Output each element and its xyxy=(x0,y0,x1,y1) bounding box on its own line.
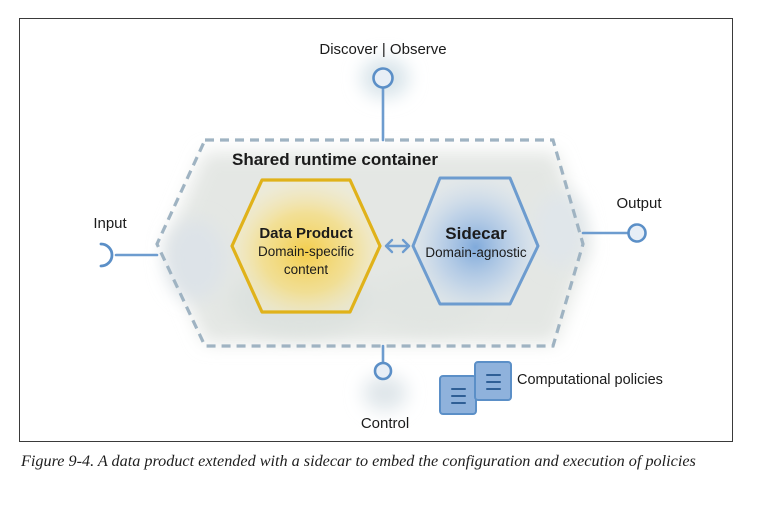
sidecar-subtitle: Domain-agnostic xyxy=(425,245,527,260)
sidecar-title: Sidecar xyxy=(445,224,507,243)
input-label: Input xyxy=(93,215,127,232)
data-product-subtitle-2: content xyxy=(284,262,329,277)
container-label: Shared runtime container xyxy=(232,150,438,169)
control-label: Control xyxy=(361,415,409,432)
control-port-icon xyxy=(373,361,393,381)
bidirectional-arrow-icon xyxy=(384,238,411,254)
discover-observe-label: Discover | Observe xyxy=(319,41,446,58)
connector-lines xyxy=(114,86,630,365)
shared-runtime-container xyxy=(155,138,585,348)
figure-caption: Figure 9-4. A data product extended with… xyxy=(21,452,696,470)
policy-documents-icon xyxy=(439,361,512,415)
data-product-title: Data Product xyxy=(259,225,352,242)
input-port-icon xyxy=(99,242,114,268)
output-port-icon xyxy=(627,223,647,243)
computational-policies-label: Computational policies xyxy=(517,372,663,388)
output-label: Output xyxy=(616,195,662,212)
data-product-hexagon xyxy=(230,178,382,314)
sidecar-hexagon xyxy=(411,176,540,306)
data-product-subtitle-1: Domain-specific xyxy=(258,244,354,259)
discover-port-icon xyxy=(372,67,394,89)
